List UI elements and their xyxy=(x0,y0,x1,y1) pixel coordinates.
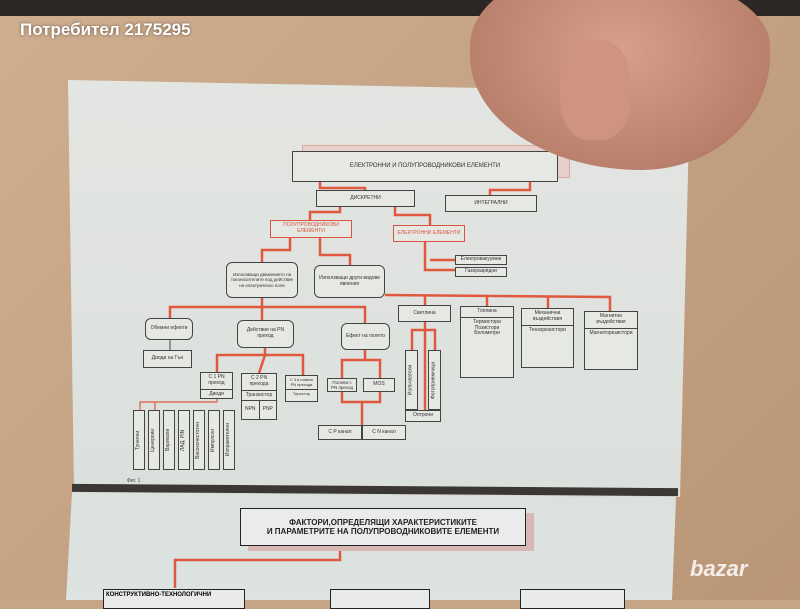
magn-label: Магнитни въздействия xyxy=(585,312,637,329)
diode-type: Високочестотни xyxy=(193,410,205,470)
node-n-channel: С N канал xyxy=(362,425,406,440)
lower-middle-box xyxy=(330,589,430,609)
diode-type: Изправителни xyxy=(223,410,235,470)
node-other: Използващи други видове явления xyxy=(314,265,385,298)
node-bulk: Обемни ефекти xyxy=(145,318,193,340)
node-p-channel: С P канал xyxy=(318,425,362,440)
node-field-motion: Използващи движението на токоносителите … xyxy=(226,262,298,298)
node-gas: Газоразрядни xyxy=(455,267,507,277)
node-semiconductor: ПОЛУПРОВОДНИКОВИ ЕЛЕМЕНТИ xyxy=(270,220,352,238)
figure-caption: Фиг. 1 xyxy=(127,478,141,484)
thyristor-label: Тиристор xyxy=(292,391,311,397)
node-gunn: Диоди на Гън xyxy=(143,350,192,368)
diode-type: ЛАД, PIN xyxy=(178,410,190,470)
node-optrons: Оптрони xyxy=(405,410,441,422)
diode-type: Тунелни xyxy=(133,410,145,470)
mech-items: Тензорезистори xyxy=(529,326,566,333)
node-pn: Действие на PN преход xyxy=(237,320,294,348)
node-electronic: ЕЛЕКТРОННИ ЕЛЕМЕНТИ xyxy=(393,225,465,242)
node-integrated: ИНТЕГРАЛНИ xyxy=(445,195,537,212)
mech-label: Механични въздействия xyxy=(522,309,573,326)
node-photo: Фотоприемници xyxy=(428,350,441,410)
watermark-logo: bazar xyxy=(690,556,748,581)
node-mos: MOS xyxy=(363,378,395,392)
pn3-label: С 3 и повече PN прехода xyxy=(286,376,317,391)
lower-left-box: КОНСТРУКТИВНО-ТЕХНОЛОГИЧНИ xyxy=(103,589,245,609)
lower-right-box xyxy=(520,589,625,609)
node-field: Ефект на полето xyxy=(341,323,390,350)
diode-type: Варикапи xyxy=(163,410,175,470)
diodes-label: Диоди xyxy=(209,390,224,397)
node-jfet: Полеви с PN преход xyxy=(327,378,357,392)
magn-items: Магниторезистори xyxy=(589,329,633,336)
node-vacuum: Електровакуумни xyxy=(455,255,507,265)
node-emitters: Излъчватели xyxy=(405,350,418,410)
heat-label: Топлина xyxy=(461,307,513,318)
npn-label: NPN xyxy=(242,401,260,419)
pn2-label: С 2 PN прехода xyxy=(242,374,276,391)
node-discrete: ДИСКРЕТНИ xyxy=(316,190,415,207)
diode-type: Ценерови xyxy=(148,410,160,470)
lower-title-line1: ФАКТОРИ,ОПРЕДЕЛЯЩИ ХАРАКТЕРИСТИКИТЕ xyxy=(289,518,477,527)
pn1-label: С 1 PN преход xyxy=(201,373,232,390)
transistor-label: Транзистор xyxy=(242,391,276,402)
diode-type: Импулсни xyxy=(208,410,220,470)
node-light: Светлина xyxy=(398,305,451,322)
pnp-label: PNP xyxy=(262,406,273,413)
heat-items: Термистори Позистори Болометри xyxy=(473,318,501,337)
watermark-user: Потребител 2175295 xyxy=(20,20,191,39)
finger xyxy=(560,40,630,140)
diagram-title: ЕЛЕКТРОННИ И ПОЛУПРОВОДНИКОВИ ЕЛЕМЕНТИ xyxy=(292,151,558,182)
lower-title-line2: И ПАРАМЕТРИТЕ НА ПОЛУПРОВОДНИКОВИТЕ ЕЛЕМ… xyxy=(266,527,500,536)
